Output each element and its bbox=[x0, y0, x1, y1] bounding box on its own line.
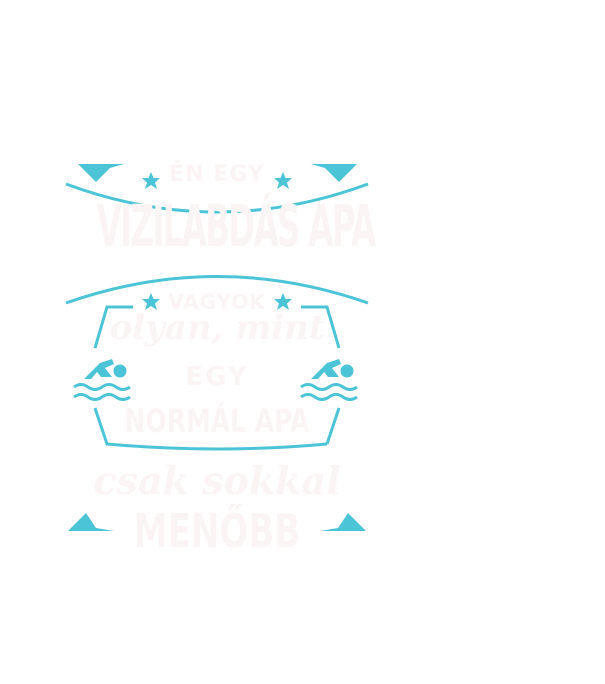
line-vizilabdas-apa: VIZILABDÁS APA bbox=[96, 192, 377, 260]
frame-top-right bbox=[301, 305, 341, 349]
line-menobb: MENŐBB bbox=[133, 504, 301, 558]
top-curve bbox=[65, 182, 369, 214]
star-icon bbox=[274, 172, 292, 189]
frame-bottom-right bbox=[325, 407, 341, 445]
bottom-right-chevron bbox=[320, 513, 366, 531]
star-icon bbox=[274, 293, 292, 310]
star-icon bbox=[142, 293, 160, 310]
swimmer-icon bbox=[300, 359, 358, 401]
middle-curve bbox=[65, 275, 369, 305]
top-right-chevron bbox=[311, 164, 357, 182]
bottom-left-chevron bbox=[68, 513, 114, 531]
line-csak-sokkal: csak sokkal bbox=[93, 458, 341, 503]
top-left-chevron bbox=[78, 164, 124, 182]
line-normal-apa: NORMÁL APA bbox=[124, 402, 310, 440]
frame-top-left bbox=[93, 305, 133, 349]
star-icon bbox=[142, 172, 160, 189]
line-vagyok: VAGYOK bbox=[168, 290, 266, 314]
line-egy: EGY bbox=[185, 362, 249, 392]
line-olyan-mint: olyan, mint bbox=[109, 308, 325, 348]
swimmer-icon bbox=[73, 359, 131, 401]
line-en-egy: ÉN EGY bbox=[169, 162, 265, 187]
frame-bottom-left bbox=[93, 407, 328, 451]
